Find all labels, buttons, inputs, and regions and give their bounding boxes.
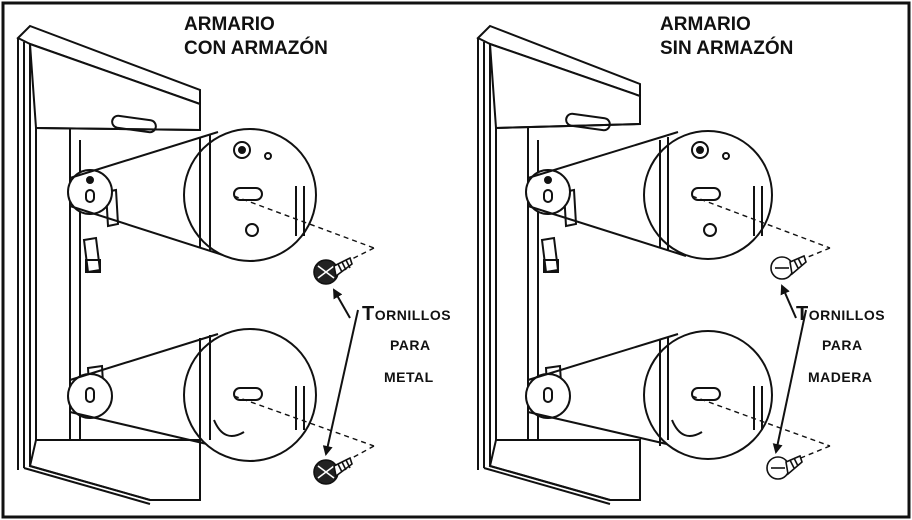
panel-title-line1: ARMARIO bbox=[184, 14, 275, 35]
screw-icon bbox=[766, 454, 803, 480]
arrow-to-bottom-screw bbox=[322, 309, 359, 456]
screw-icon bbox=[770, 254, 807, 280]
zoom-callout-top bbox=[67, 128, 317, 262]
arrow-to-bottom-screw bbox=[772, 309, 807, 454]
panel-title-line2: SIN ARMAZÓN bbox=[660, 37, 793, 59]
screw-label-line1: TORNILLOS bbox=[796, 303, 885, 325]
cabinet-drawing bbox=[16, 24, 201, 505]
panel-with-frame: ARMARIO CON ARMAZÓN TORNILLOS PARA METAL bbox=[16, 14, 451, 505]
screw-icon bbox=[313, 456, 353, 485]
zoom-callout-bottom bbox=[525, 330, 773, 460]
screw-label-line2: PARA bbox=[390, 337, 431, 353]
cabinet-drawing bbox=[476, 24, 641, 505]
screw-label-line1: TORNILLOS bbox=[362, 303, 451, 325]
screw-label-line3: METAL bbox=[384, 369, 434, 385]
screw-label-line2: PARA bbox=[822, 337, 863, 353]
zoom-callout-top bbox=[525, 130, 773, 260]
panel-without-frame: ARMARIO SIN ARMAZÓN TORNILLOS PARA MADER… bbox=[476, 14, 885, 505]
panel-title-line1: ARMARIO bbox=[660, 14, 751, 35]
screw-icon bbox=[313, 256, 353, 285]
arrow-to-top-screw bbox=[333, 288, 351, 319]
screw-label-line3: MADERA bbox=[808, 369, 872, 385]
panel-title-line2: CON ARMAZÓN bbox=[184, 37, 328, 59]
arrow-to-top-screw bbox=[780, 284, 797, 319]
zoom-callout-bottom bbox=[67, 328, 317, 462]
